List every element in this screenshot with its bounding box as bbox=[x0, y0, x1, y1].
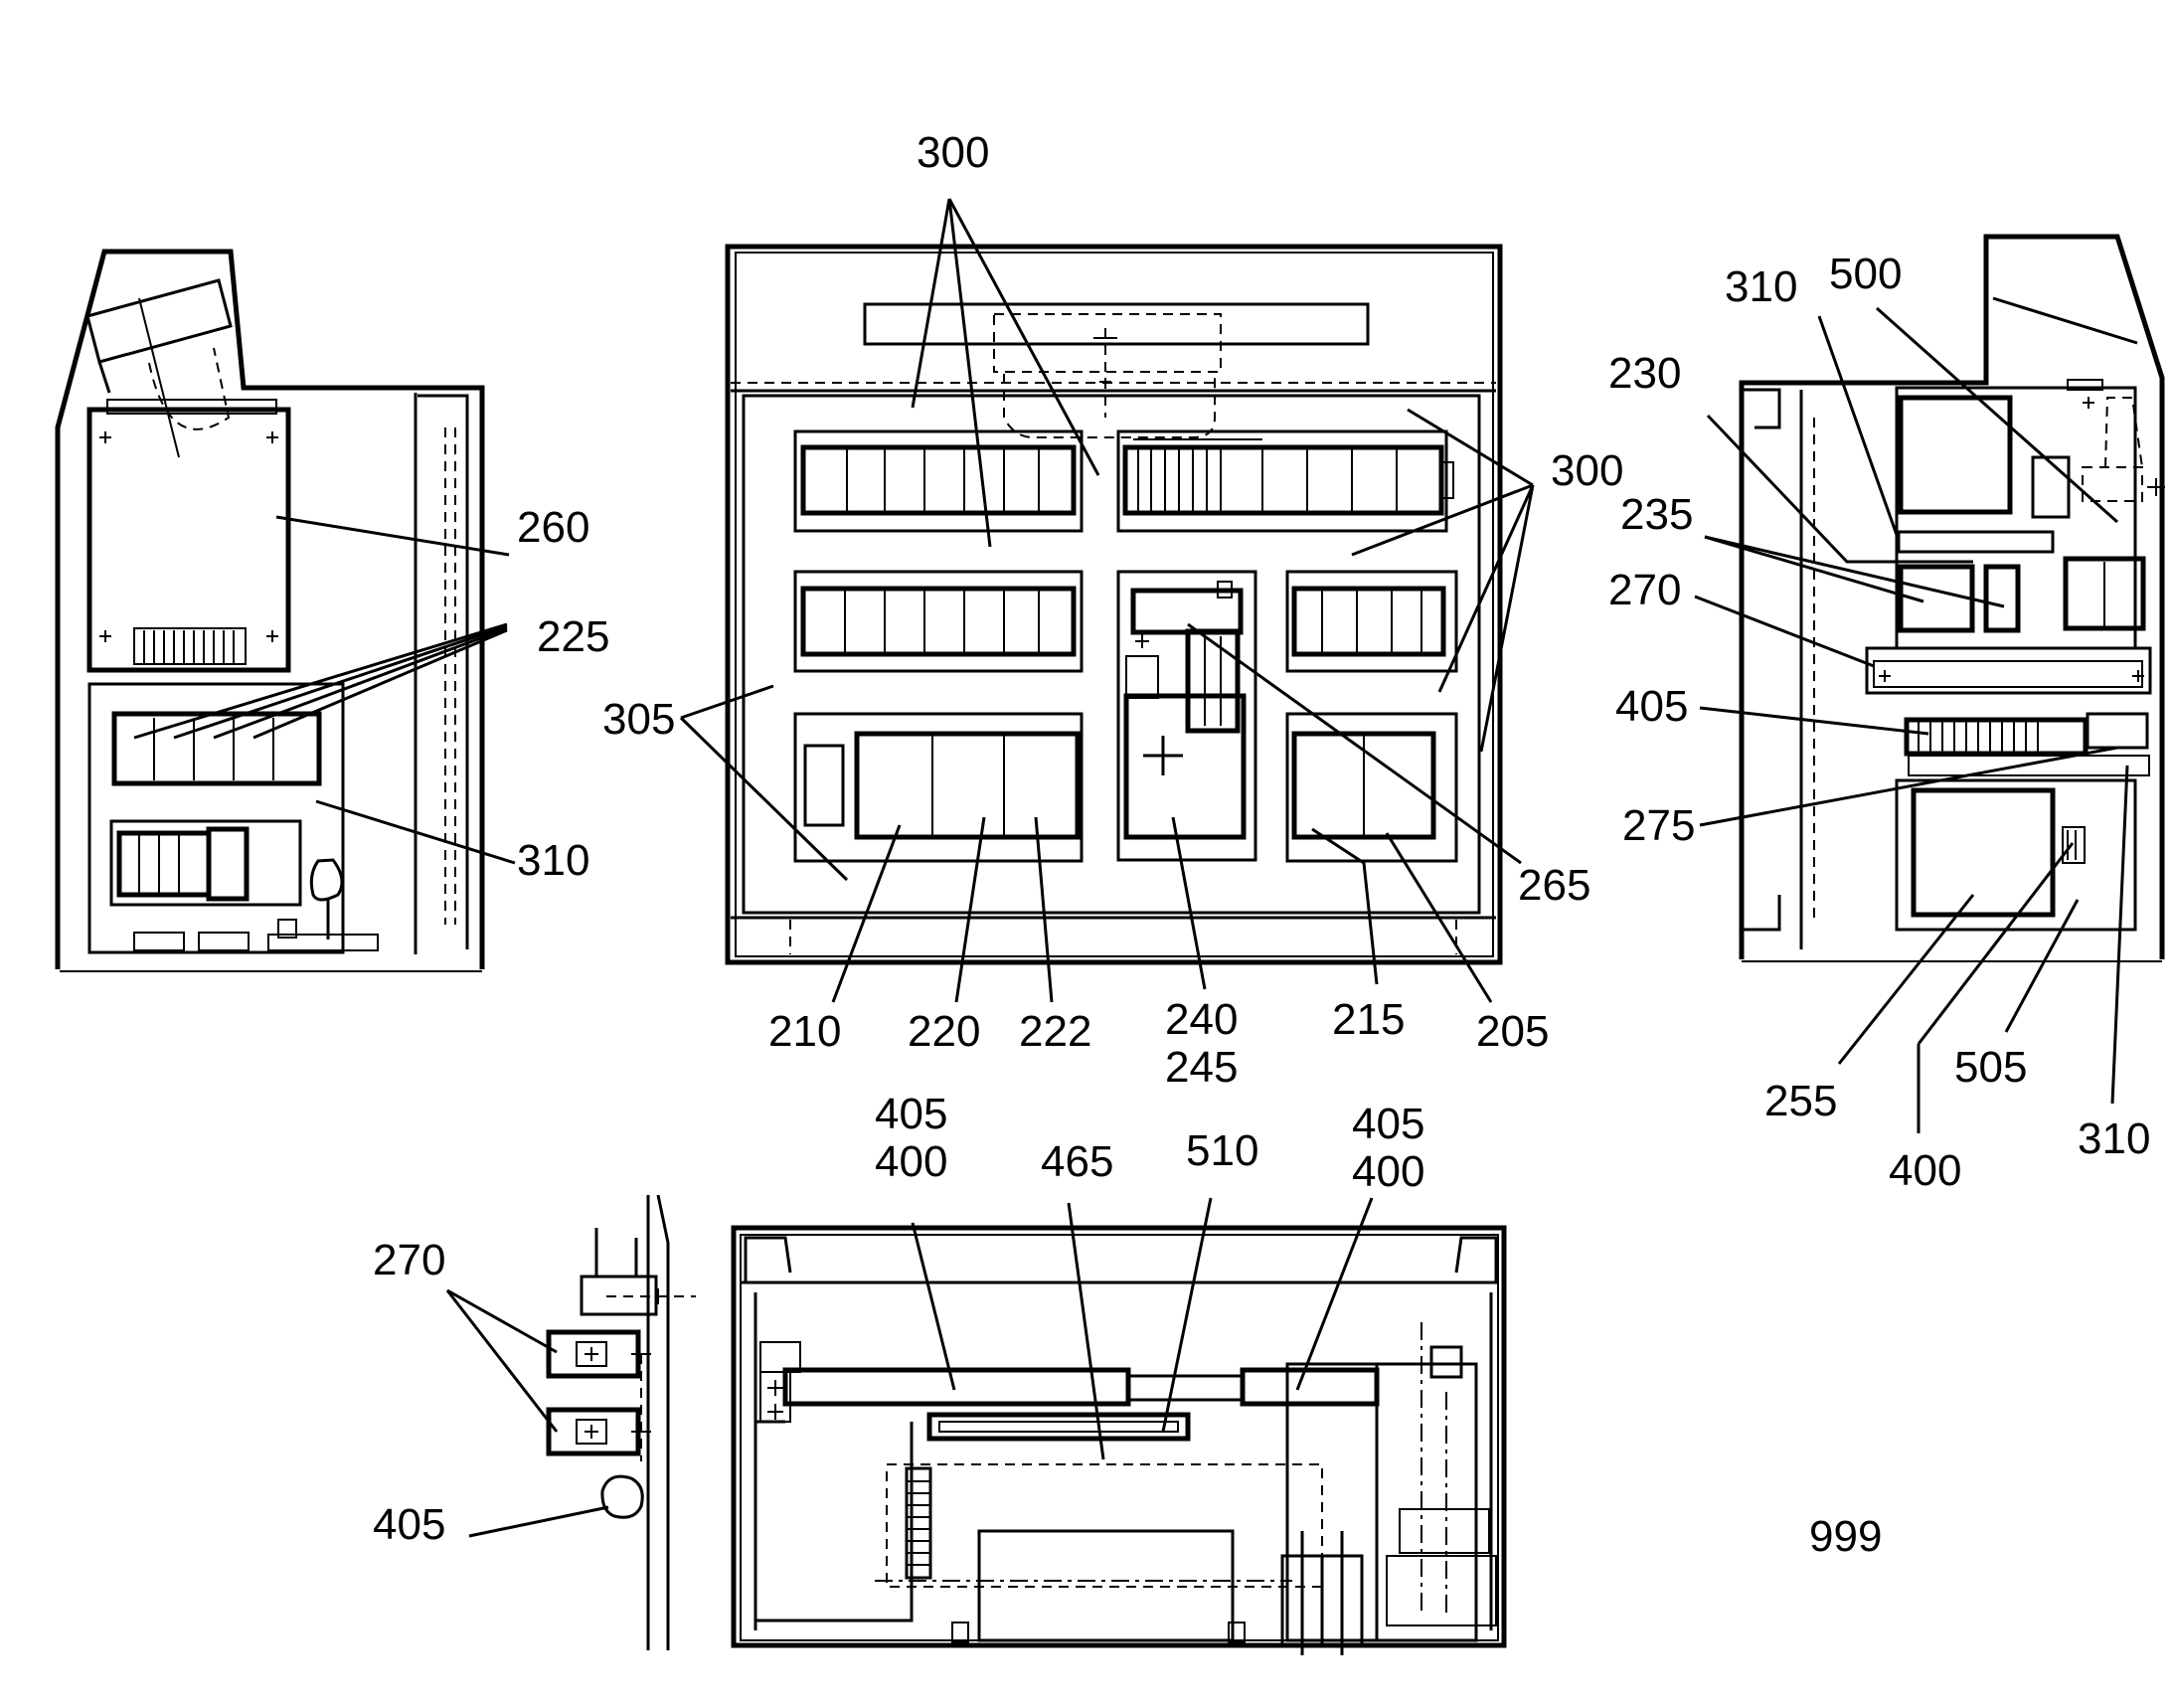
leader-505 bbox=[2004, 899, 2080, 1033]
label-255: 255 bbox=[1764, 1077, 1837, 1125]
label-310-right-bottom: 310 bbox=[2078, 1114, 2150, 1163]
leader-300-f bbox=[1437, 484, 1535, 693]
left-side-view: 260 225 310 bbox=[55, 249, 609, 972]
leader-235-b bbox=[1704, 535, 2005, 608]
leader-310-left bbox=[315, 799, 516, 865]
label-260: 260 bbox=[517, 503, 589, 552]
label-220: 220 bbox=[908, 1007, 980, 1056]
leader-210 bbox=[831, 824, 902, 1003]
label-245: 245 bbox=[1165, 1043, 1238, 1092]
leader-465 bbox=[1067, 1202, 1105, 1460]
leader-405-400-b bbox=[1295, 1197, 1374, 1391]
leader-305-b bbox=[679, 716, 849, 882]
label-265: 265 bbox=[1518, 861, 1590, 910]
label-405-right: 405 bbox=[1615, 682, 1688, 731]
label-510: 510 bbox=[1186, 1126, 1258, 1175]
label-405-bottom: 405 bbox=[373, 1500, 445, 1549]
leader-305-a bbox=[680, 684, 774, 720]
leader-230 bbox=[1706, 414, 1973, 564]
label-205: 205 bbox=[1476, 1007, 1549, 1056]
leader-510 bbox=[1161, 1197, 1213, 1433]
leader-300-e bbox=[1351, 483, 1534, 557]
label-305: 305 bbox=[602, 695, 675, 744]
component-260 bbox=[86, 399, 291, 673]
leader-300-c bbox=[947, 198, 1100, 476]
label-225: 225 bbox=[537, 612, 609, 661]
bottom-view: 405 400 465 510 405 400 bbox=[731, 1090, 1507, 1655]
label-400-a: 400 bbox=[875, 1137, 947, 1186]
module-row-3 bbox=[793, 712, 1458, 863]
label-222: 222 bbox=[1019, 1007, 1091, 1056]
leader-225-1 bbox=[133, 622, 508, 740]
label-405-b: 405 bbox=[1352, 1100, 1424, 1148]
leader-300-d bbox=[1407, 408, 1534, 487]
leader-310-right-b bbox=[2110, 765, 2129, 1105]
leader-255 bbox=[1837, 894, 1975, 1065]
component-240-245 bbox=[1116, 570, 1257, 862]
tilted-device bbox=[85, 278, 233, 458]
label-400-b: 400 bbox=[1352, 1147, 1424, 1196]
label-270-right: 270 bbox=[1608, 566, 1681, 614]
leader-270-bottom-b bbox=[445, 1289, 559, 1433]
leader-260 bbox=[275, 515, 510, 557]
leader-220 bbox=[954, 816, 986, 1003]
label-300-top: 300 bbox=[917, 128, 989, 177]
bottom-side-view: 270 405 bbox=[373, 1194, 696, 1650]
leader-265 bbox=[1187, 622, 1522, 865]
leader-405-400-a bbox=[911, 1222, 956, 1391]
label-400-right: 400 bbox=[1889, 1146, 1961, 1195]
label-310-left: 310 bbox=[517, 836, 589, 885]
leader-270-right bbox=[1694, 595, 1875, 668]
leader-310-right-a bbox=[1817, 315, 1899, 536]
leader-235-a bbox=[1704, 535, 1924, 603]
figure-number: 999 bbox=[1809, 1512, 1882, 1561]
module-row-2 bbox=[793, 570, 1458, 673]
label-215: 215 bbox=[1332, 995, 1405, 1044]
label-230: 230 bbox=[1608, 349, 1681, 398]
leader-275 bbox=[1699, 746, 2118, 827]
leader-225-3 bbox=[213, 626, 508, 740]
leader-300-b bbox=[947, 198, 992, 548]
label-310-right-top: 310 bbox=[1725, 262, 1797, 311]
leader-225-4 bbox=[252, 628, 508, 740]
leader-240 bbox=[1171, 816, 1207, 990]
leader-500 bbox=[1876, 306, 2118, 524]
label-300-right: 300 bbox=[1551, 446, 1623, 495]
label-275: 275 bbox=[1622, 801, 1695, 850]
leader-300-a bbox=[911, 198, 951, 409]
label-505: 505 bbox=[1954, 1043, 2027, 1092]
leader-225-2 bbox=[173, 624, 508, 740]
label-210: 210 bbox=[768, 1007, 841, 1056]
lower-housing bbox=[87, 682, 379, 954]
label-240: 240 bbox=[1165, 995, 1238, 1044]
front-view: 300 300 305 265 210 220 222 240 245 215 … bbox=[602, 128, 1623, 1092]
leader-270-bottom-a bbox=[446, 1288, 558, 1354]
module-row-1 bbox=[793, 429, 1454, 533]
leader-300-g bbox=[1479, 484, 1535, 753]
label-500: 500 bbox=[1829, 250, 1902, 298]
label-235: 235 bbox=[1620, 490, 1693, 539]
label-405-a: 405 bbox=[875, 1090, 947, 1138]
leader-222 bbox=[1034, 816, 1054, 1003]
leader-215 bbox=[1311, 827, 1379, 985]
leader-405-bottom bbox=[468, 1505, 609, 1538]
leader-400-right bbox=[1917, 842, 2075, 1045]
leader-405-right bbox=[1699, 706, 1929, 736]
label-465: 465 bbox=[1041, 1137, 1113, 1186]
label-270-bottom: 270 bbox=[373, 1236, 445, 1284]
leader-205 bbox=[1385, 832, 1493, 1003]
right-side-view: 310 500 230 235 270 405 275 255 400 505 … bbox=[1608, 234, 2165, 1195]
